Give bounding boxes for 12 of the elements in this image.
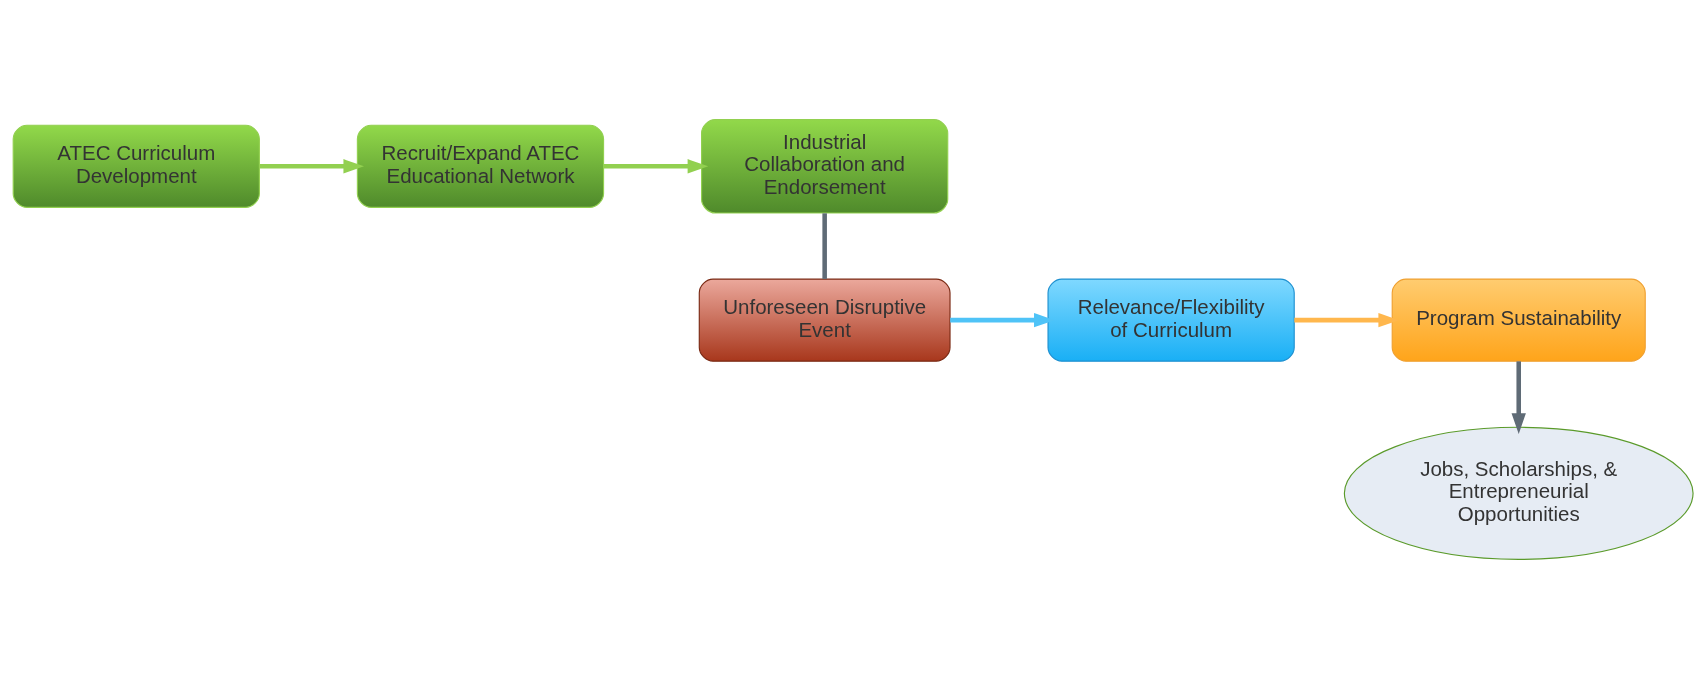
arrow (603, 159, 709, 174)
connector (822, 213, 827, 279)
node-box: Unforeseen Disruptive Event (698, 278, 951, 362)
arrow (1294, 312, 1399, 328)
node-box: Recruit/Expand ATEC Educational Network (356, 124, 605, 208)
node-box: Program Sustainability (1391, 278, 1646, 362)
node-box: Relevance/Flexibility of Curriculum (1047, 278, 1295, 362)
node-ellipse: Jobs, Scholarships, & Entrepreneurial Opportunities (1343, 426, 1694, 560)
arrow (259, 159, 364, 174)
node-box: Industrial Collaboration and Endorsement (701, 119, 949, 214)
arrow (1511, 361, 1526, 434)
node-box: ATEC Curriculum Development (12, 124, 260, 208)
